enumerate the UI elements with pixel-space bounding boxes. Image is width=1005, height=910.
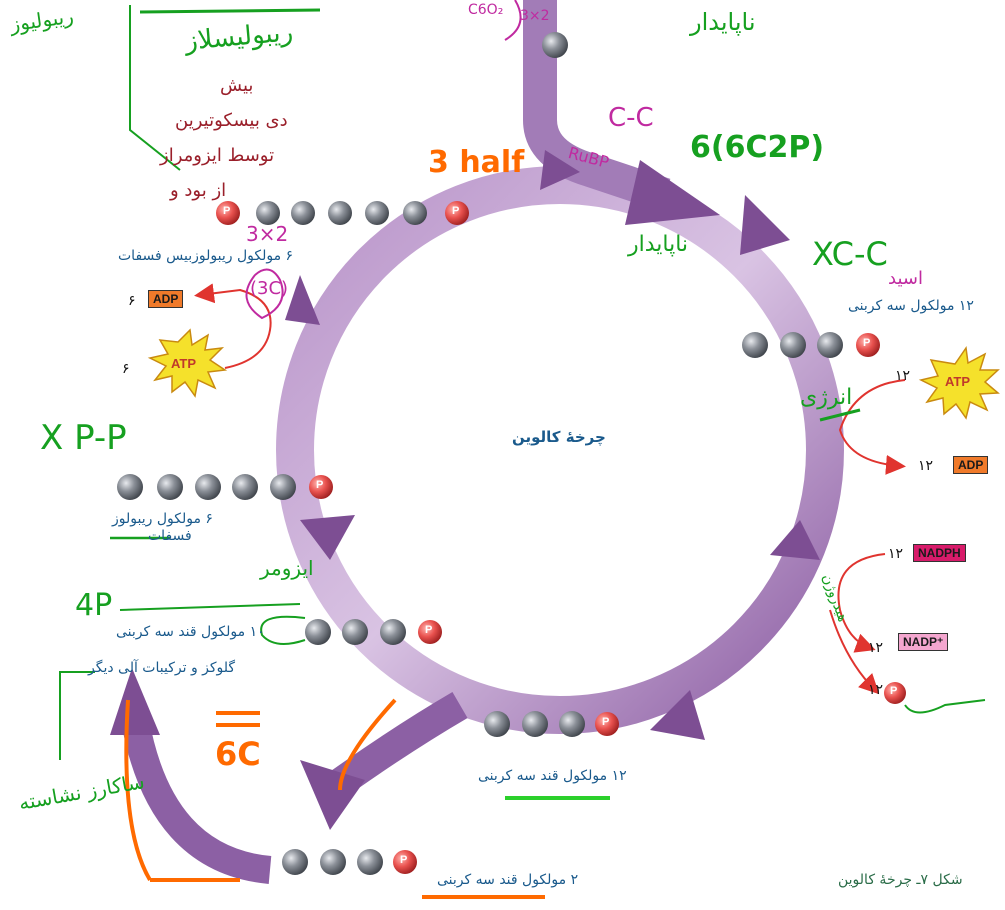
- nadph-box: NADPH: [913, 544, 966, 562]
- hw-arrow-p: [904, 699, 986, 714]
- co2-arrowhead: [625, 160, 720, 225]
- atp-to-adp-arrow-left: [194, 283, 272, 369]
- hw-orange-glucose: [124, 699, 152, 882]
- adp-box-right: ADP: [953, 456, 989, 474]
- hw-top-left-3: بیش: [220, 75, 254, 96]
- hw-circle-3c: [245, 268, 284, 320]
- count-atp-left: ۶: [122, 361, 130, 377]
- c3-chain-10: [305, 619, 442, 645]
- count-adp-right: ۱۲: [918, 458, 934, 474]
- hw-xpp: X P-P: [40, 418, 127, 458]
- hw-cc: C-C: [608, 103, 654, 133]
- adp-box-left: ADP: [148, 290, 184, 308]
- rubp-chain: [216, 201, 469, 225]
- acid-chain-12: [742, 332, 880, 358]
- hw-equals: [216, 711, 260, 727]
- glucose-arrow: [121, 717, 272, 884]
- atp-label-left: ATP: [171, 356, 197, 371]
- hw-bracket-top: [129, 5, 181, 171]
- atp-burst-right: [918, 345, 1000, 420]
- phosphate-arrow: [829, 609, 880, 695]
- label-rup-line2: فسفات: [148, 528, 192, 544]
- c3-chain-2: [282, 849, 417, 875]
- phosphate-label-7: P: [863, 337, 871, 349]
- phosphate-out-bead: [884, 682, 906, 704]
- hw-fourP: 4P: [75, 588, 113, 623]
- hw-circle-10: [260, 615, 306, 645]
- hw-three-half: 3 half: [428, 145, 525, 180]
- hw-xcc: XC-C: [812, 235, 888, 273]
- label-rup-line1: ۶ مولکول ریبولوز: [112, 511, 213, 527]
- hw-top-center-2: 3×2: [520, 8, 550, 24]
- cycle-title: چرخهٔ کالوین: [512, 428, 606, 446]
- glucose-arrowhead: [110, 668, 160, 735]
- hw-six-c: 6(6C2P): [690, 130, 825, 165]
- hw-acid: اسید: [888, 268, 923, 289]
- hw-stroke-top-center: [504, 0, 522, 41]
- label-rubp: ۶ مولکول ریبولوزبیس فسفات: [118, 248, 294, 264]
- phosphate-label-4: P: [425, 624, 433, 636]
- hw-energy: انرژی: [800, 385, 853, 410]
- phosphate-label-2: P: [452, 205, 460, 217]
- phosphate-label-8: P: [890, 685, 898, 697]
- hw-three-x-two: 3×2: [246, 222, 289, 246]
- hw-unstable: ناپایدار: [628, 232, 689, 257]
- phosphate-label-3: P: [316, 479, 324, 491]
- co2-bead: [542, 32, 568, 58]
- nadp-box: NADP⁺: [898, 633, 949, 651]
- phosphate-label-1: P: [223, 205, 231, 217]
- nadph-arrow: [837, 553, 886, 653]
- cycle-arrow-top-right: [740, 195, 790, 255]
- count-nadph: ۱۲: [888, 546, 904, 562]
- hw-line-top: [139, 8, 321, 14]
- hw-top-center-1: C6O₂: [468, 2, 504, 18]
- cycle-arrow-bottom-right: [650, 690, 705, 740]
- c3-chain-12-bottom: [484, 711, 619, 737]
- ru5p-chain: [117, 474, 333, 500]
- count-atp-right: ۱۲: [895, 368, 911, 384]
- hw-orange-stroke: [338, 698, 397, 791]
- hw-top-left-4: دی بیسکوتیرین: [175, 110, 288, 131]
- hw-arrow-energy: [819, 408, 861, 422]
- count-adp-left: ۶: [128, 293, 136, 309]
- hw-thirty: (3C): [250, 278, 289, 299]
- hw-six-c-bottom: 6C: [215, 735, 261, 773]
- label-c3-12-bottom: ۱۲ مولکول قند سه کربنی: [478, 768, 627, 784]
- phosphate-label-6: P: [400, 854, 408, 866]
- atp-to-adp-arrow-right: [838, 379, 906, 475]
- hw-top-left-5: توسط ایزومراز: [160, 145, 275, 166]
- co2-input-arrow: [523, 0, 671, 212]
- cycle-arrow-left-bottom: [300, 515, 355, 560]
- atp-burst-left: [147, 328, 228, 398]
- count-phosphate: ۱۲: [868, 682, 884, 698]
- phosphate-label-5: P: [602, 716, 610, 728]
- hw-top-right: ناپایدار: [690, 8, 756, 36]
- hw-isomer: ایزومر: [260, 556, 314, 580]
- hw-arrow-4p: [119, 603, 301, 611]
- hw-bracket-glucose: [59, 671, 95, 760]
- figure-caption: شکل ۷ـ چرخهٔ کالوین: [838, 872, 963, 888]
- label-c3-10: ۱۰ مولکول قند سه کربنی: [116, 624, 265, 640]
- label-c3-2: ۲ مولکول قند سه کربنی: [437, 872, 579, 888]
- atp-label-right: ATP: [945, 374, 971, 389]
- cycle-arrow-left-top: [285, 275, 320, 325]
- label-glucose: گلوکز و ترکیبات آلی دیگر: [88, 660, 236, 676]
- output-arrowhead: [300, 760, 365, 830]
- cycle-arrow-right: [770, 520, 820, 560]
- cycle-arrow-top: [540, 150, 580, 190]
- count-nadp: ۱۲: [868, 640, 884, 656]
- label-acid-12: ۱۲ مولکول سه کربنی: [848, 298, 974, 314]
- hw-top-left-6: از بود و: [170, 180, 227, 201]
- cycle-ring: [276, 166, 844, 734]
